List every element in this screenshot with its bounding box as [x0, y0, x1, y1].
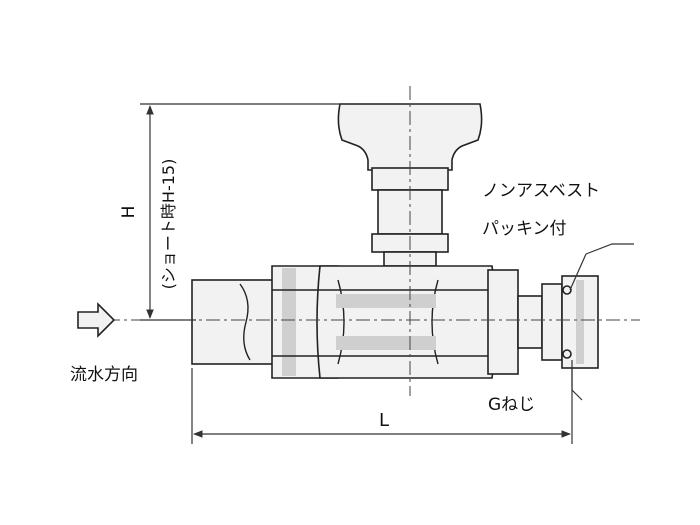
dimension-h	[140, 103, 406, 321]
length-symbol-label: L	[379, 410, 389, 431]
outlet-union	[487, 269, 599, 375]
thread-label: Gねじ	[488, 395, 535, 415]
gasket-label-line1: ノンアスベスト	[482, 181, 600, 201]
height-symbol-label: H	[119, 206, 139, 219]
flow-arrow-icon	[77, 302, 116, 338]
height-short-note: (ショート時H-15)	[159, 159, 178, 290]
inlet-pipe	[191, 279, 285, 365]
valve-body	[271, 265, 497, 379]
leader-lines	[569, 243, 634, 401]
flow-direction-label: 流水方向	[70, 365, 138, 385]
gasket-label-line2: パッキン付	[482, 219, 567, 239]
